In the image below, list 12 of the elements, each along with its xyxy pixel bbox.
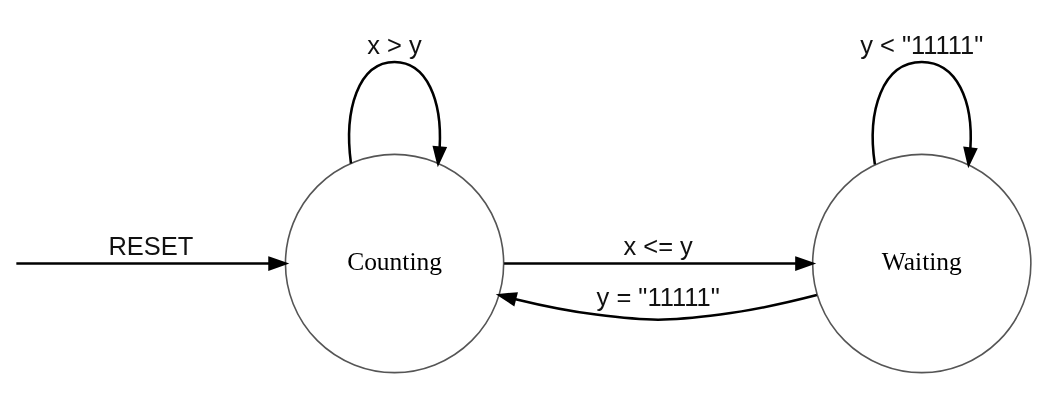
node-circle: Counting	[284, 153, 505, 373]
edge-label: y < "11111"	[860, 30, 984, 59]
arrow	[495, 291, 818, 321]
edge-label: RESET	[108, 231, 194, 260]
edge-label: x > y	[367, 30, 422, 59]
arrow	[16, 255, 290, 271]
edge-label: x <= y	[623, 231, 693, 260]
node-circle: Waiting	[811, 153, 1032, 373]
arrow	[347, 60, 448, 167]
arrow	[871, 60, 978, 168]
edge-label: y = "11111"	[596, 282, 720, 311]
arrow	[504, 255, 817, 271]
